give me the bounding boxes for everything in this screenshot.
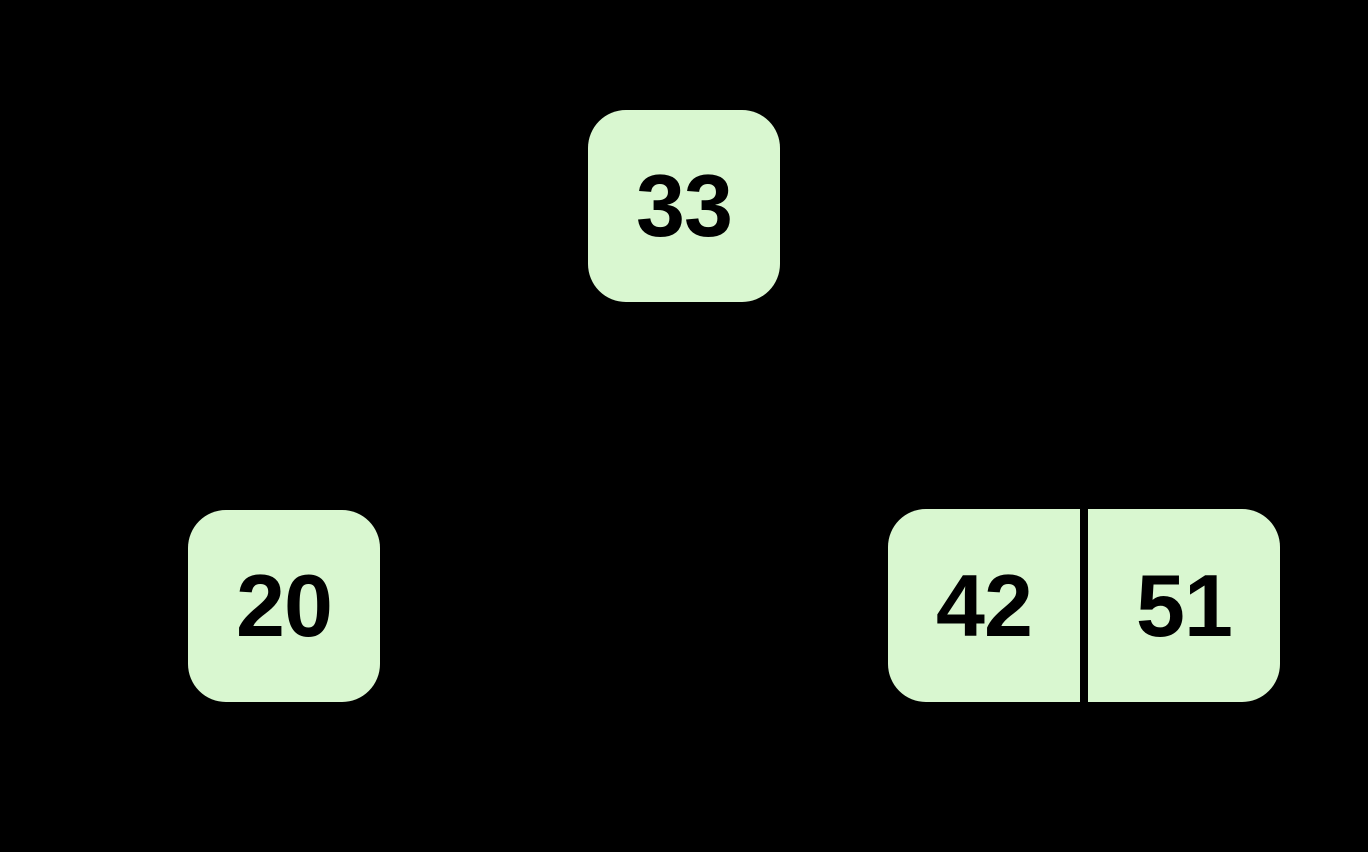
node-key-cell: 20 <box>236 556 333 655</box>
btree-node-left-child: 20 <box>188 510 380 702</box>
node-key-cell: 33 <box>636 156 733 255</box>
node-key-cell: 42 <box>936 555 1033 655</box>
key-cell-divider <box>1080 509 1088 702</box>
btree-node-right-child: 42 51 <box>888 509 1280 702</box>
btree-node-root: 33 <box>588 110 780 302</box>
node-key-cell: 51 <box>1136 555 1233 655</box>
